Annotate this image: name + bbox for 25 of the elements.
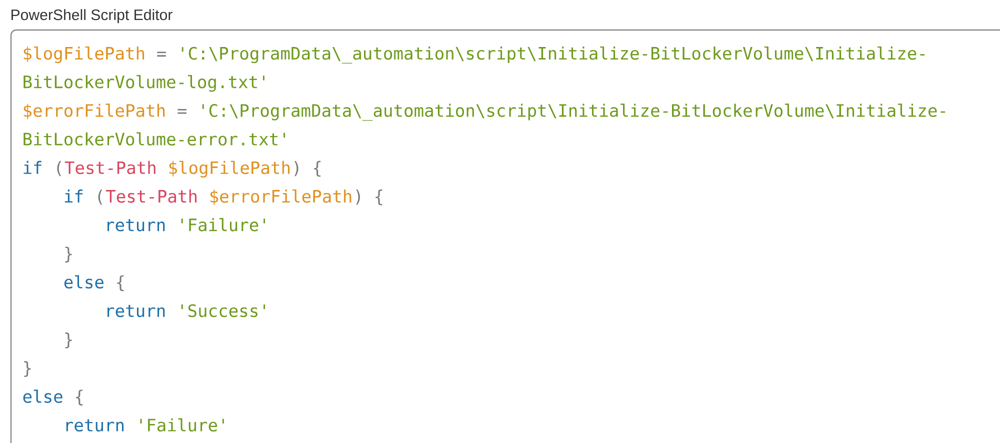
code-line: $logFilePath = 'C:\ProgramData\_automation\script\Initialize-BitLockerVolume\Initialize- <box>24 46 924 64</box>
panel-heading: PowerShell Script Editor <box>12 9 172 24</box>
label: $errorFilePath <box>210 189 352 206</box>
code-line: if ( Test-Path $errorFilePath ) { <box>64 189 382 206</box>
code-line: return 'Failure' <box>66 418 224 432</box>
label: Test-Path <box>64 160 156 174</box>
label: ( <box>98 190 102 205</box>
code-line: else { <box>64 275 124 292</box>
label: ) { <box>294 160 321 177</box>
code-line: if ( Test-Path $logFilePath ) { <box>24 160 321 178</box>
label: Test-Path <box>106 190 197 203</box>
code-line: BitLockerVolume-error.txt' <box>24 132 285 146</box>
code-line: return 'Success' <box>108 304 266 318</box>
code-line: return 'Failure' <box>108 218 266 232</box>
label: if <box>64 190 83 203</box>
code-line: } <box>24 361 31 377</box>
label: ) { <box>356 190 382 206</box>
label: ( <box>57 160 62 176</box>
code-line: } <box>65 246 72 262</box>
code-line: } <box>65 332 72 348</box>
code-line: else { <box>23 390 83 406</box>
code-line: $errorFilePath = 'C:\ProgramData\_automation\script\Initialize-BitLockerVolume\Initialize- <box>24 104 946 121</box>
label: $logFilePath <box>169 160 290 178</box>
code-line: BitLockerVolume-log.txt' <box>24 75 264 92</box>
label: if <box>24 160 42 174</box>
